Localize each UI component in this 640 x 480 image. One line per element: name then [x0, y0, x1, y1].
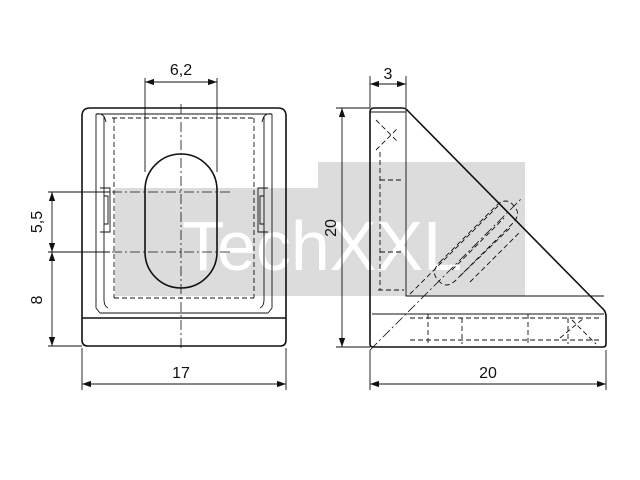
dim-20v-label: 20	[323, 219, 340, 237]
dim-17-label: 17	[172, 365, 190, 382]
dim-6-2-label: 6,2	[170, 62, 192, 79]
watermark: TechXXL	[115, 162, 525, 296]
dim-5-5-label: 5,5	[29, 211, 46, 233]
dim-8-label: 8	[29, 295, 46, 304]
front-right-rail-top	[261, 113, 273, 123]
front-left-rail-top	[95, 113, 107, 123]
side-diagonal-inner	[409, 205, 499, 295]
side-hidden-lines	[375, 119, 600, 345]
side-view: 3 20 20	[323, 66, 607, 390]
front-right-clip	[257, 187, 268, 233]
front-view: 6,2 5,5 8 17	[29, 62, 287, 390]
side-slot	[434, 200, 518, 286]
front-hidden-lines	[112, 117, 256, 299]
front-right-rail	[259, 114, 273, 314]
front-left-clip	[100, 187, 111, 233]
front-outline	[81, 107, 287, 347]
side-inner-edges	[370, 110, 604, 297]
side-outline	[369, 107, 607, 348]
watermark-text: TechXXL	[182, 207, 462, 285]
front-left-rail	[95, 114, 109, 314]
side-slot-inner	[451, 217, 521, 283]
dim-3-label: 3	[384, 66, 393, 83]
dim-20h-label: 20	[479, 365, 497, 382]
